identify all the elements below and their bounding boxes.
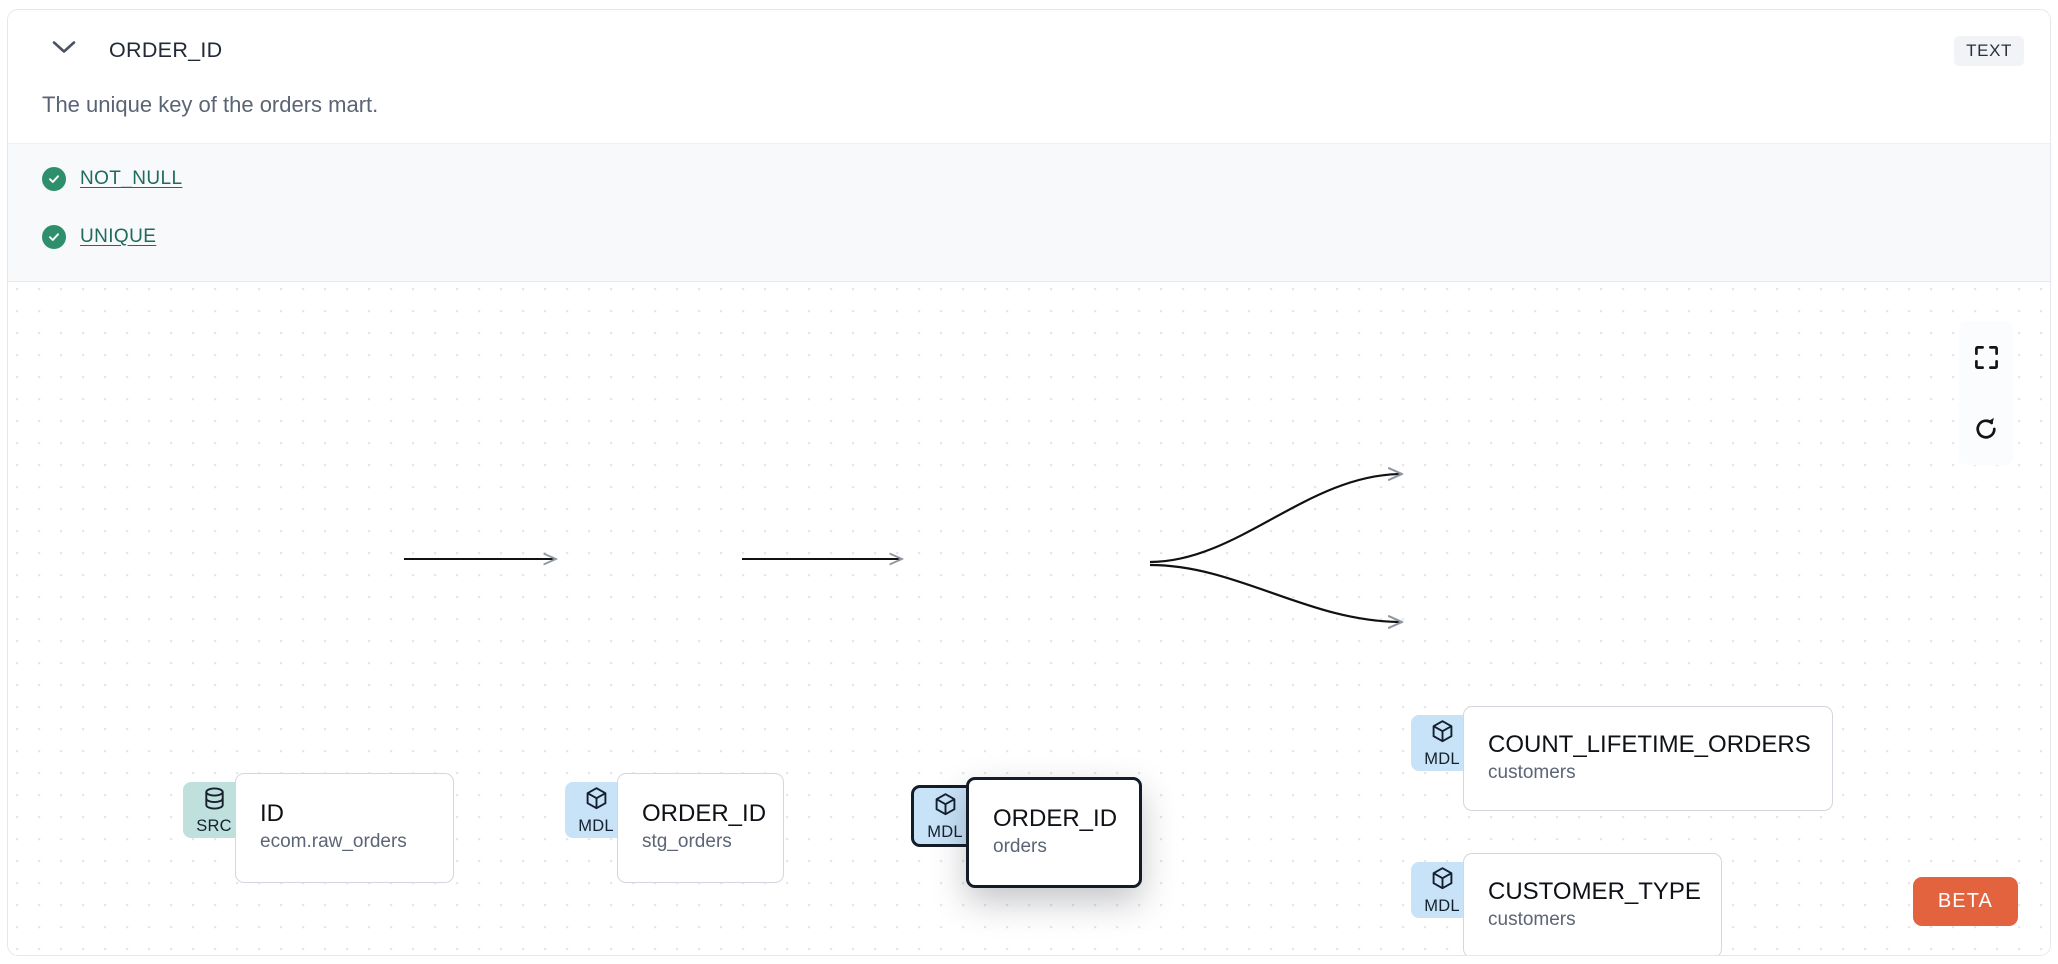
node-body: CUSTOMER_TYPE customers	[1463, 853, 1722, 955]
node-body: COUNT_LIFETIME_ORDERS customers	[1463, 706, 1833, 811]
node-body: ORDER_ID orders	[966, 777, 1142, 888]
refresh-icon	[1973, 416, 1999, 442]
node-badge-label: MDL	[1424, 749, 1460, 768]
refresh-button[interactable]	[1959, 393, 2013, 465]
node-badge-label: MDL	[1424, 896, 1460, 915]
cube-icon	[933, 792, 958, 823]
node-column-name: COUNT_LIFETIME_ORDERS	[1488, 730, 1811, 758]
node-parent-name: customers	[1488, 908, 1576, 930]
node-parent-name: stg_orders	[642, 831, 732, 853]
database-icon	[202, 786, 227, 817]
node-body: ORDER_ID stg_orders	[617, 773, 784, 883]
chevron-down-icon	[51, 39, 77, 55]
node-column-name: CUSTOMER_TYPE	[1488, 877, 1701, 905]
node-column-name: ORDER_ID	[993, 804, 1118, 832]
cube-icon	[1430, 719, 1455, 750]
test-row[interactable]: NOT_NULL	[42, 165, 182, 193]
node-badge-label: SRC	[196, 816, 232, 835]
edge-orders-to-count	[1149, 474, 1402, 564]
node-parent-name: ecom.raw_orders	[260, 831, 407, 853]
test-row[interactable]: UNIQUE	[42, 223, 156, 251]
fit-view-button[interactable]	[1959, 321, 2013, 393]
column-description: The unique key of the orders mart.	[42, 92, 379, 117]
node-column-name: ID	[260, 800, 284, 828]
page-title: ORDER_ID	[109, 38, 223, 62]
lineage-node-count-lifetime-orders[interactable]: MDL COUNT_LIFETIME_ORDERS customers	[1411, 706, 1833, 811]
lineage-node-orders-order-id[interactable]: MDL ORDER_ID orders	[911, 777, 1142, 888]
card-header: ORDER_ID TEXT	[8, 10, 2050, 79]
node-badge-label: MDL	[578, 816, 614, 835]
test-link-unique[interactable]: UNIQUE	[80, 226, 157, 247]
node-type-badge-mdl: MDL	[565, 782, 627, 838]
node-parent-name: customers	[1488, 761, 1576, 783]
node-badge-label: MDL	[927, 822, 963, 841]
node-column-name: ORDER_ID	[642, 800, 767, 828]
node-type-badge-mdl: MDL	[1411, 862, 1473, 918]
cube-icon	[584, 786, 609, 817]
lineage-node-src-id[interactable]: SRC ID ecom.raw_orders	[183, 773, 454, 883]
graph-controls	[1959, 321, 2013, 465]
lineage-edges	[404, 282, 2050, 955]
data-type-badge: TEXT	[1954, 36, 2024, 66]
node-type-badge-mdl: MDL	[911, 785, 976, 847]
cube-icon	[1430, 866, 1455, 897]
edge-orders-to-customer-type	[1149, 563, 1402, 622]
node-type-badge-mdl: MDL	[1411, 715, 1473, 771]
lineage-node-customer-type[interactable]: MDL CUSTOMER_TYPE customers	[1411, 853, 1722, 955]
collapse-toggle-button[interactable]	[42, 32, 86, 62]
column-detail-card: ORDER_ID TEXT The unique key of the orde…	[7, 9, 2051, 956]
node-type-badge-src: SRC	[183, 782, 245, 838]
check-circle-icon	[42, 225, 66, 249]
node-body: ID ecom.raw_orders	[235, 773, 454, 883]
beta-badge[interactable]: BETA	[1912, 877, 2018, 926]
lineage-graph-canvas[interactable]: SRC ID ecom.raw_orders MDL ORDE	[8, 282, 2050, 955]
lineage-node-stg-order-id[interactable]: MDL ORDER_ID stg_orders	[565, 773, 784, 883]
tests-section: NOT_NULL UNIQUE	[8, 143, 2050, 282]
node-parent-name: orders	[993, 835, 1047, 857]
fullscreen-icon	[1974, 345, 1999, 370]
check-circle-icon	[42, 167, 66, 191]
test-link-not-null[interactable]: NOT_NULL	[80, 168, 183, 189]
